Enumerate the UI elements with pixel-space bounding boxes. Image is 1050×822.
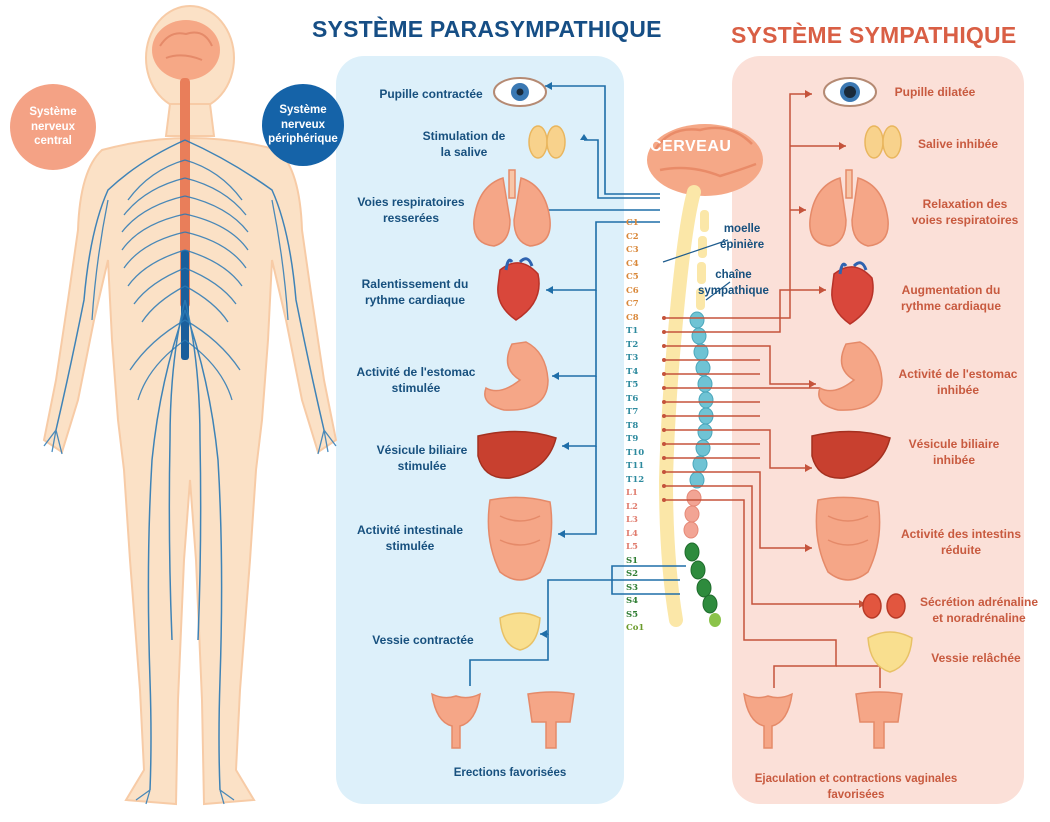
symp-airways-label: Relaxation des voies respiratoires [911,197,1019,228]
vertebra-label: L3 [626,515,638,525]
vertebra-label: T5 [626,380,639,390]
brain-label: CERVEAU [650,138,732,155]
vertebra-label: L4 [626,528,638,539]
vertebra-label: S4 [626,596,639,606]
symp-gallbladder-label: Vésicule biliaire inhibée [908,437,1000,468]
symp-intestine-label: Activité des intestins réduite [900,527,1022,558]
vertebra-label: L2 [626,501,638,512]
vertebra-label: T10 [626,447,645,458]
sympathetic-panel [732,56,1024,804]
symp-genital-label: Ejaculation et contractions vaginales fa… [754,773,958,801]
vertebra-label: T6 [626,393,639,404]
male-reproductive-icon-sympathetic [855,691,903,749]
salivary-gland-icon-sympathetic [864,125,902,159]
stomach-icon-sympathetic [818,341,883,411]
para-stomach-label: Activité de l'estomac stimulée [356,365,476,396]
vertebra-label: S1 [626,555,639,566]
parasympathetic-title: SYSTÈME PARASYMPATHIQUE [312,16,662,42]
vertebra-label: S5 [626,609,639,620]
vertebra-label: L5 [626,542,638,552]
gallbladder-icon-parasympathetic [477,430,557,479]
vertebra-label: T12 [626,474,645,485]
symp-pupil-label: Pupille dilatée [894,85,976,99]
eye-icon-parasympathetic [493,77,547,107]
vertebra-label: C5 [626,272,639,282]
sympathetic-title: SYSTÈME SYMPATHIQUE [731,22,1017,48]
vertebra-label: C3 [626,245,639,255]
para-gallbladder-label: Vésicule biliaire stimulée [376,443,468,474]
female-reproductive-icon-sympathetic [743,692,793,749]
symp-bladder-label: Vessie relâchée [931,651,1021,665]
vertebra-label: T2 [626,339,639,350]
cerveau-brain-icon [647,124,763,196]
vertebra-label: T9 [626,434,639,444]
vertebra-label: T11 [626,461,645,471]
heart-icon-parasympathetic [497,257,540,321]
vertebra-label: T7 [626,407,639,417]
vertebra-label: C2 [626,231,639,242]
vertebra-label: C8 [626,312,639,323]
vertebra-label: T4 [626,366,639,377]
adrenal-gland-icon [862,593,906,619]
symp-stomach-label: Activité de l'estomac inhibée [898,367,1018,398]
peripheral-nervous-system-badge: Système nerveux périphérique [262,84,344,166]
female-reproductive-icon-parasympathetic [431,692,481,749]
sympathetic-chain-label: chaîne sympathique [698,269,769,297]
vertebra-label: T3 [626,353,639,363]
bladder-icon-parasympathetic [499,612,541,651]
lungs-icon-sympathetic [809,169,889,247]
intestine-icon-sympathetic [815,496,881,581]
para-bladder-label: Vessie contractée [372,633,474,647]
heart-icon-sympathetic [831,261,874,325]
salivary-gland-icon-parasympathetic [528,125,566,159]
sympathetic-chain-beads [683,210,721,627]
vertebra-label: C7 [626,299,639,309]
vertebra-label: L1 [626,488,638,498]
male-reproductive-icon-parasympathetic [527,691,575,749]
intestine-icon-parasympathetic [487,496,553,581]
para-pupil-label: Pupille contractée [379,87,483,101]
vertebra-label: C1 [626,218,639,228]
vertebra-label: T1 [626,326,639,336]
parasympathetic-panel [336,56,624,804]
symp-saliva-label: Salive inhibée [917,137,999,151]
gallbladder-icon-sympathetic [811,430,891,479]
para-intestine-label: Activité intestinale stimulée [356,523,464,554]
vertebra-label: S2 [626,569,639,579]
vertebra-label: Co1 [626,623,645,633]
symp-heart-label: Augmentation du rythme cardiaque [900,283,1002,314]
para-saliva-label: Stimulation de la salive [422,129,506,160]
vertebra-label: T8 [626,420,639,431]
vertebra-label: C4 [626,258,639,269]
eye-icon-sympathetic [823,77,877,107]
spinal-cord-label: moelle épinière [720,223,765,251]
human-body-illustration [42,5,338,806]
para-heart-label: Ralentissement du rythme cardiaque [361,277,469,308]
vertebra-label: C6 [626,285,639,296]
stomach-icon-parasympathetic [484,341,549,411]
para-airways-label: Voies respiratoires resserées [357,195,465,226]
vertebra-label: S3 [626,582,639,593]
bladder-icon-sympathetic [867,631,913,673]
symp-adrenal-label: Sécrétion adrénaline et noradrénaline [919,595,1039,626]
para-genital-label: Erections favorisées [453,767,567,779]
central-nervous-system-badge: Système nerveux central [10,84,96,170]
lungs-icon-parasympathetic [473,169,551,247]
